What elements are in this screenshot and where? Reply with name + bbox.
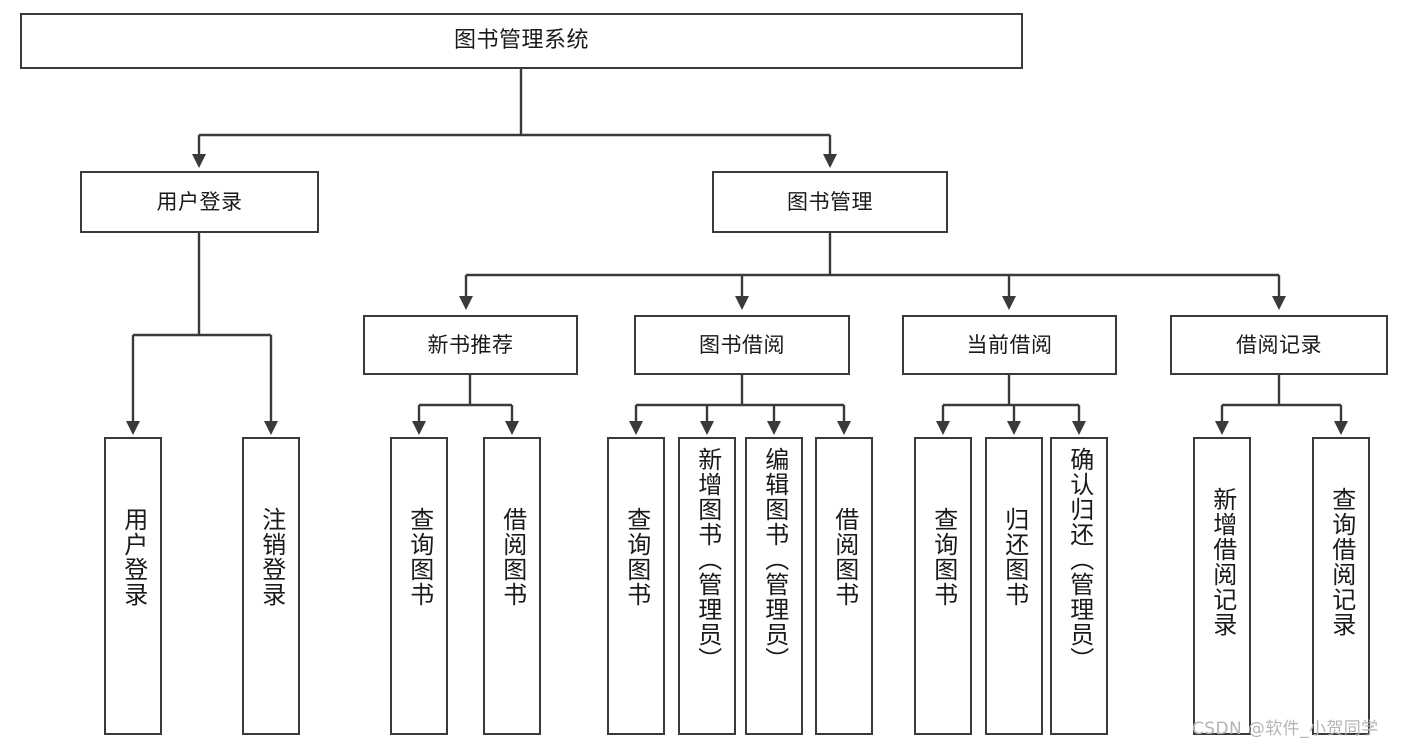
leaf-edit-book-admin[interactable]: 编辑图书（管理员） — [745, 437, 803, 735]
node-label: 确认归还（管理员） — [1065, 447, 1094, 672]
leaf-query-book-current[interactable]: 查询图书 — [914, 437, 972, 735]
node-book-manage[interactable]: 图书管理 — [712, 171, 948, 233]
node-label: 用户登录 — [156, 189, 243, 214]
leaf-user-login[interactable]: 用户登录 — [104, 437, 162, 735]
node-root-system[interactable]: 图书管理系统 — [20, 13, 1023, 69]
leaf-add-book-admin[interactable]: 新增图书（管理员） — [678, 437, 736, 735]
node-label: 用户登录 — [119, 507, 148, 607]
node-label: 归还图书 — [1000, 507, 1029, 607]
leaf-borrow-book-borrow[interactable]: 借阅图书 — [815, 437, 873, 735]
node-label: 图书管理系统 — [453, 28, 589, 53]
node-label: 借阅图书 — [830, 507, 859, 607]
node-label: 查询图书 — [622, 507, 651, 607]
leaf-logout-login[interactable]: 注销登录 — [242, 437, 300, 735]
node-label: 借阅记录 — [1236, 332, 1322, 357]
node-new-book-recommend[interactable]: 新书推荐 — [363, 315, 578, 375]
node-label: 查询图书 — [405, 507, 434, 607]
node-book-borrow[interactable]: 图书借阅 — [634, 315, 850, 375]
leaf-confirm-return-admin[interactable]: 确认归还（管理员） — [1050, 437, 1108, 735]
leaf-query-book-recommend[interactable]: 查询图书 — [390, 437, 448, 735]
node-label: 新增图书（管理员） — [693, 447, 722, 672]
node-label: 查询图书 — [929, 507, 958, 607]
node-user-login[interactable]: 用户登录 — [80, 171, 319, 233]
node-current-borrow[interactable]: 当前借阅 — [902, 315, 1117, 375]
node-label: 借阅图书 — [498, 507, 527, 607]
node-label: 新书推荐 — [427, 332, 514, 357]
leaf-return-book[interactable]: 归还图书 — [985, 437, 1043, 735]
node-label: 注销登录 — [257, 507, 286, 607]
leaf-query-borrow-record[interactable]: 查询借阅记录 — [1312, 437, 1370, 735]
node-borrow-record[interactable]: 借阅记录 — [1170, 315, 1388, 375]
leaf-query-book-borrow[interactable]: 查询图书 — [607, 437, 665, 735]
node-label: 图书借阅 — [699, 332, 785, 357]
watermark: CSDN @软件_小贺同学 — [1192, 719, 1379, 739]
node-label: 查询借阅记录 — [1327, 487, 1356, 637]
node-label: 当前借阅 — [966, 332, 1053, 357]
node-label: 编辑图书（管理员） — [760, 447, 789, 672]
leaf-add-borrow-record[interactable]: 新增借阅记录 — [1193, 437, 1251, 735]
node-label: 新增借阅记录 — [1208, 487, 1237, 637]
leaf-borrow-book-recommend[interactable]: 借阅图书 — [483, 437, 541, 735]
node-label: 图书管理 — [787, 189, 873, 214]
